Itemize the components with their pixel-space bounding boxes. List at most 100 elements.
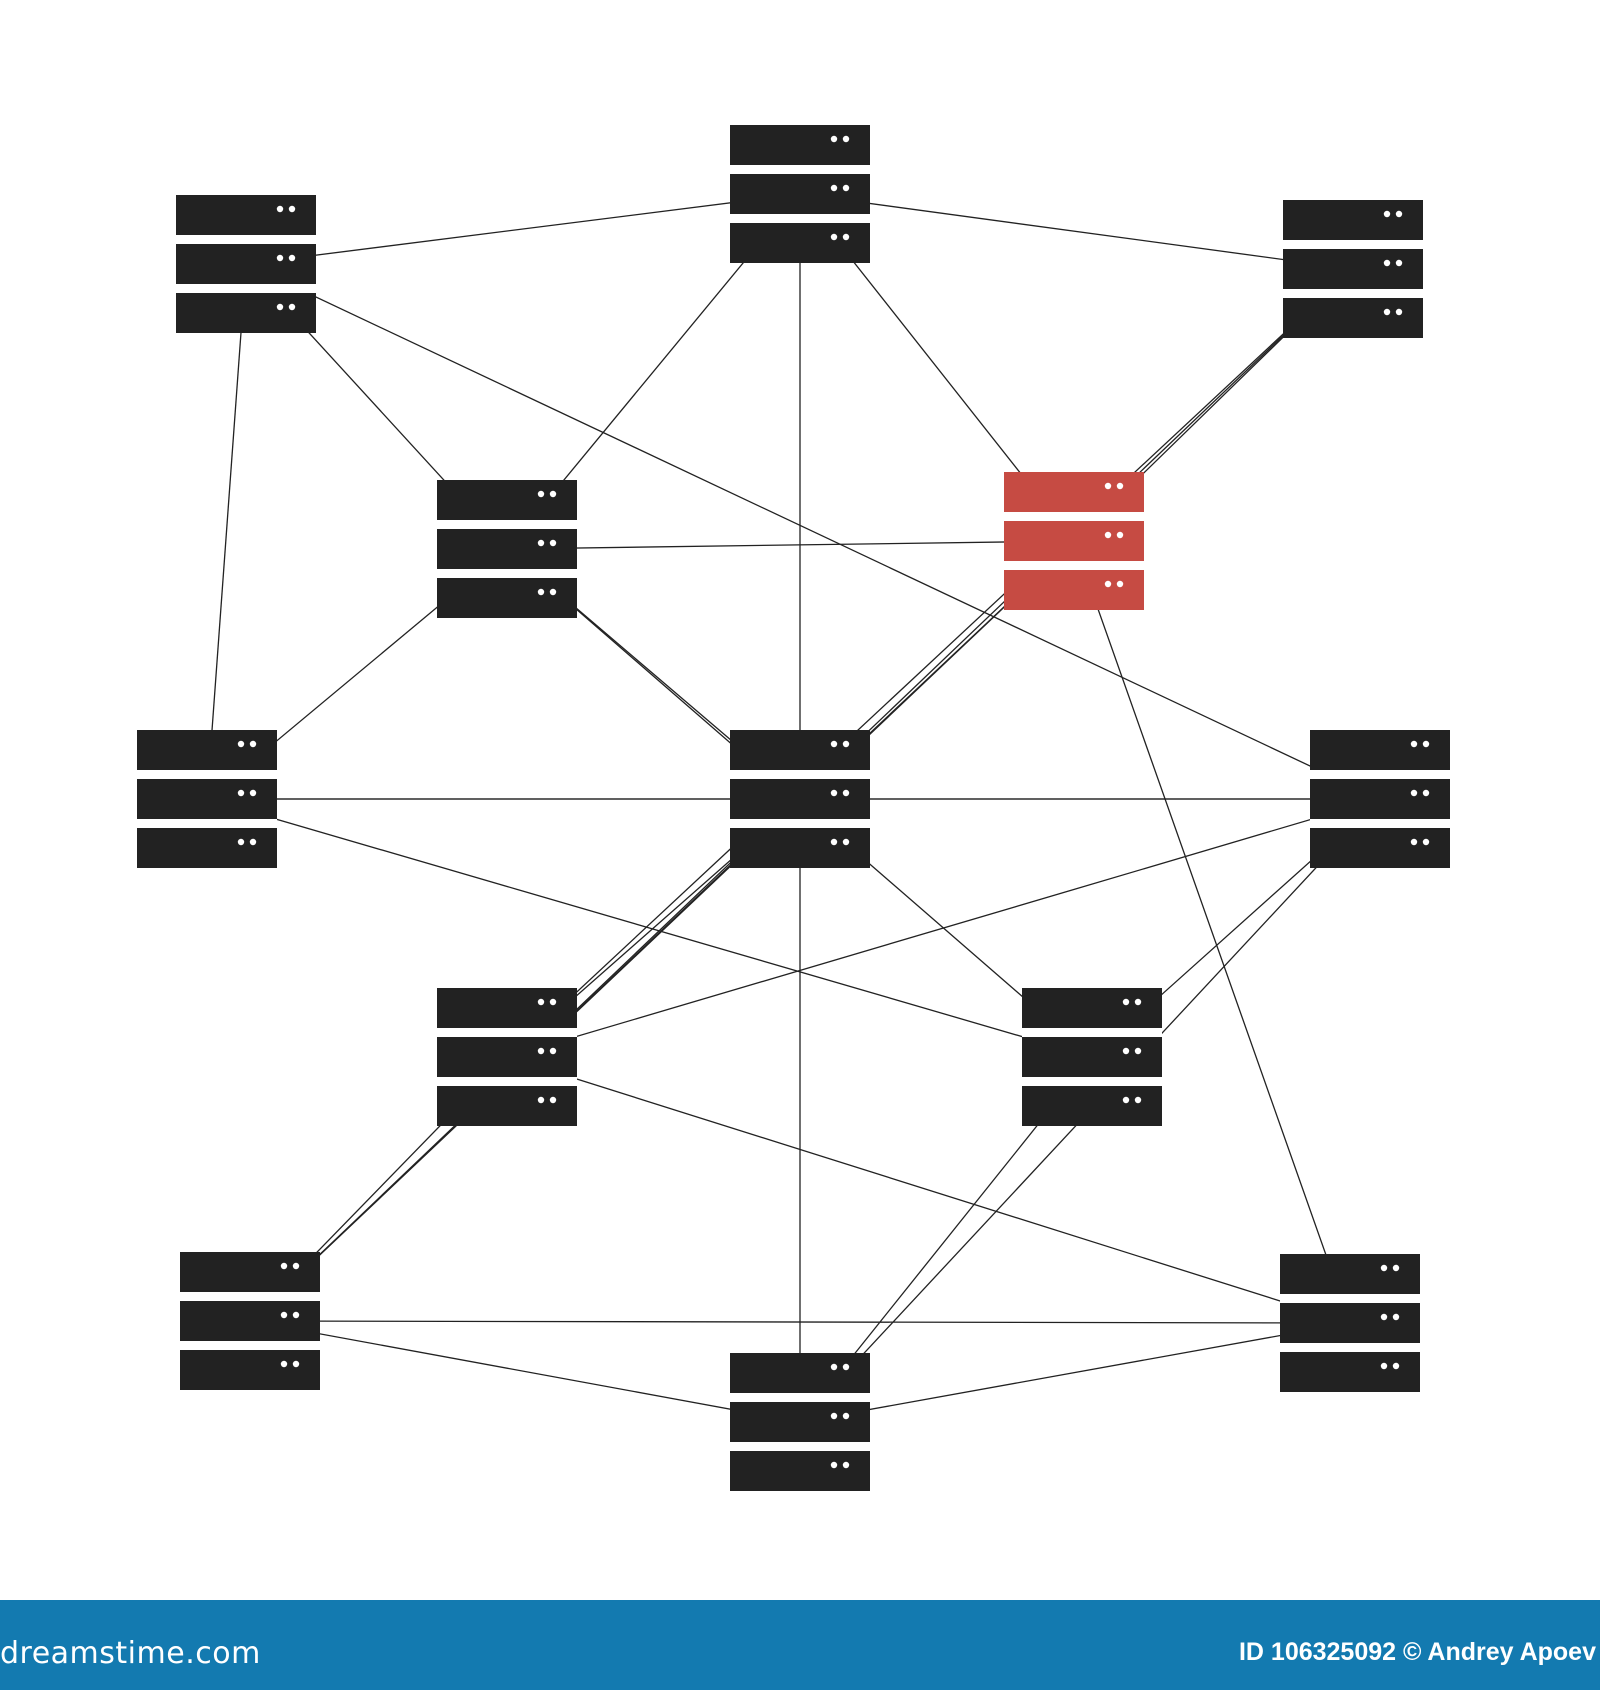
status-light [842, 1363, 850, 1371]
status-light [1383, 308, 1391, 316]
status-light [1392, 1264, 1400, 1272]
status-light [537, 1096, 545, 1104]
server-unit [1310, 730, 1450, 770]
status-light [549, 490, 557, 498]
status-light [830, 789, 838, 797]
connection-line [506, 1056, 1351, 1324]
status-light [1392, 1313, 1400, 1321]
connection-line [799, 1322, 1351, 1423]
server-unit [1310, 828, 1450, 868]
footer-bar: dreamstime.com ID 106325092 © Andrey Apo… [0, 1600, 1600, 1690]
server-icon-highlighted [1004, 472, 1144, 610]
status-light [549, 1047, 557, 1055]
status-light [237, 740, 245, 748]
status-light [1104, 580, 1112, 588]
server-unit [437, 1086, 577, 1126]
server-unit [180, 1301, 320, 1341]
server-unit [1280, 1352, 1420, 1392]
status-light [1116, 482, 1124, 490]
server-icon [180, 1252, 320, 1390]
server-icon [730, 730, 870, 868]
status-light [1116, 580, 1124, 588]
status-light [830, 135, 838, 143]
status-light [280, 1360, 288, 1368]
server-unit [1310, 779, 1450, 819]
server-unit [137, 779, 277, 819]
status-light [537, 1047, 545, 1055]
status-light [1104, 531, 1112, 539]
server-nodes [137, 125, 1450, 1491]
server-unit [437, 988, 577, 1028]
connection-line [206, 263, 247, 800]
server-unit [176, 293, 316, 333]
status-light [537, 539, 545, 547]
status-light [292, 1311, 300, 1319]
status-light [276, 254, 284, 262]
server-unit [1283, 298, 1423, 338]
status-light [830, 233, 838, 241]
status-light [1104, 482, 1112, 490]
status-light [830, 740, 838, 748]
logo-text: dreamstime.com [0, 1636, 261, 1671]
status-light [1122, 998, 1130, 1006]
status-light [249, 789, 257, 797]
server-unit [180, 1350, 320, 1390]
image-credit: ID 106325092 © Andrey Apoev [1238, 1638, 1596, 1666]
server-unit [1004, 521, 1144, 561]
server-unit [730, 779, 870, 819]
status-light [1122, 1047, 1130, 1055]
status-light [830, 1412, 838, 1420]
server-unit [1004, 472, 1144, 512]
status-light [537, 588, 545, 596]
server-unit [730, 730, 870, 770]
status-light [537, 490, 545, 498]
status-light [842, 135, 850, 143]
status-light [549, 588, 557, 596]
server-unit [730, 223, 870, 263]
server-unit [437, 480, 577, 520]
status-light [276, 303, 284, 311]
server-icon [730, 125, 870, 263]
status-light [549, 1096, 557, 1104]
status-light [237, 838, 245, 846]
server-icon [730, 1353, 870, 1491]
server-unit [137, 730, 277, 770]
server-unit [437, 578, 577, 618]
server-unit [176, 244, 316, 284]
status-light [1116, 531, 1124, 539]
status-light [280, 1262, 288, 1270]
status-light [249, 740, 257, 748]
connection-line [245, 263, 1381, 800]
status-light [1422, 740, 1430, 748]
status-light [830, 1461, 838, 1469]
status-light [237, 789, 245, 797]
server-icon [137, 730, 277, 868]
server-unit [180, 1252, 320, 1292]
status-light [1410, 789, 1418, 797]
connection-line [799, 193, 1354, 270]
status-light [842, 789, 850, 797]
connection-line [506, 798, 1381, 1058]
status-light [292, 1360, 300, 1368]
status-light [1134, 1096, 1142, 1104]
status-light [1383, 210, 1391, 218]
status-light [288, 205, 296, 213]
status-light [1134, 998, 1142, 1006]
status-light [1410, 740, 1418, 748]
status-light [1422, 838, 1430, 846]
status-light [842, 838, 850, 846]
server-icon [1022, 988, 1162, 1126]
server-unit [1004, 570, 1144, 610]
status-light [842, 1461, 850, 1469]
server-icon [437, 988, 577, 1126]
status-light [288, 254, 296, 262]
status-light [830, 1363, 838, 1371]
status-light [842, 184, 850, 192]
status-light [1380, 1313, 1388, 1321]
dreamstime-logo: dreamstime.com [0, 1636, 261, 1671]
status-light [288, 303, 296, 311]
server-unit [730, 828, 870, 868]
connection-line [206, 798, 1093, 1058]
status-light [549, 539, 557, 547]
status-light [1410, 838, 1418, 846]
